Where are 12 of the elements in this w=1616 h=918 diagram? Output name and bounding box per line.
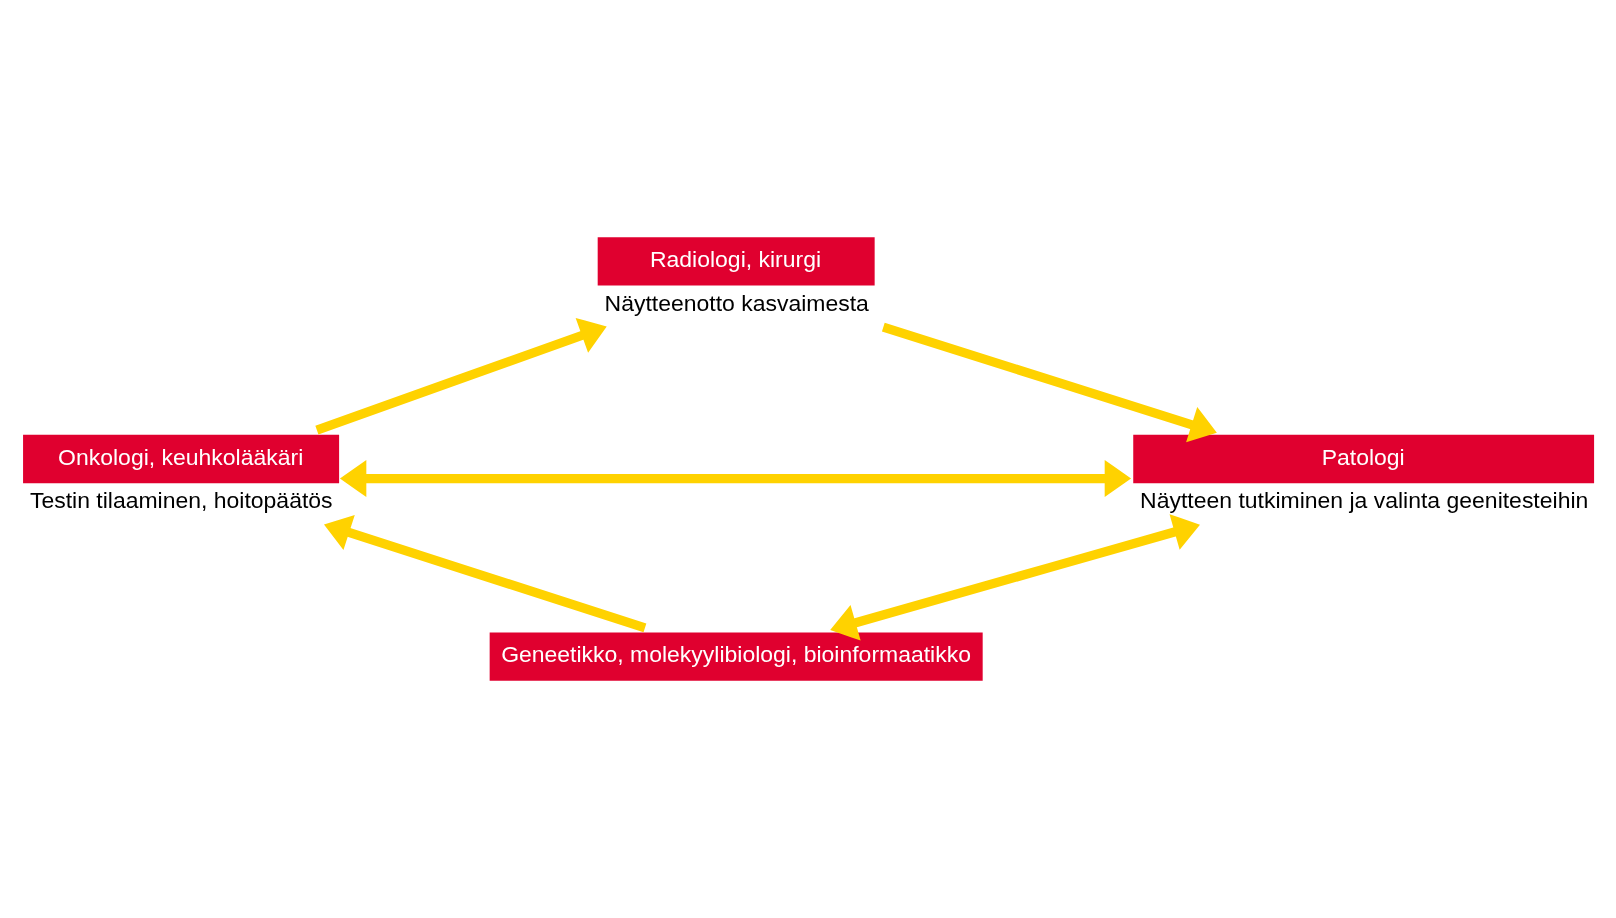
node-label: Näytteenotto kasvaimesta [604, 289, 869, 316]
node-label: Näytteen tutkiminen ja valinta geenitesteihin [1140, 487, 1589, 514]
node-box: Onkologi, keuhkolääkäri [23, 434, 340, 484]
node-box: Radiologi, kirurgi [597, 237, 875, 286]
arrow [324, 514, 647, 633]
arrow [339, 460, 1132, 497]
arrow [881, 322, 1217, 443]
arrow [830, 514, 1200, 641]
node-box: Patologi [1133, 434, 1595, 484]
arrow [315, 318, 607, 435]
node-box: Geneetikko, molekyylibiologi, bioinformaatikko [489, 632, 983, 681]
node-label: Testin tilaaminen, hoitopäätös [29, 487, 333, 514]
